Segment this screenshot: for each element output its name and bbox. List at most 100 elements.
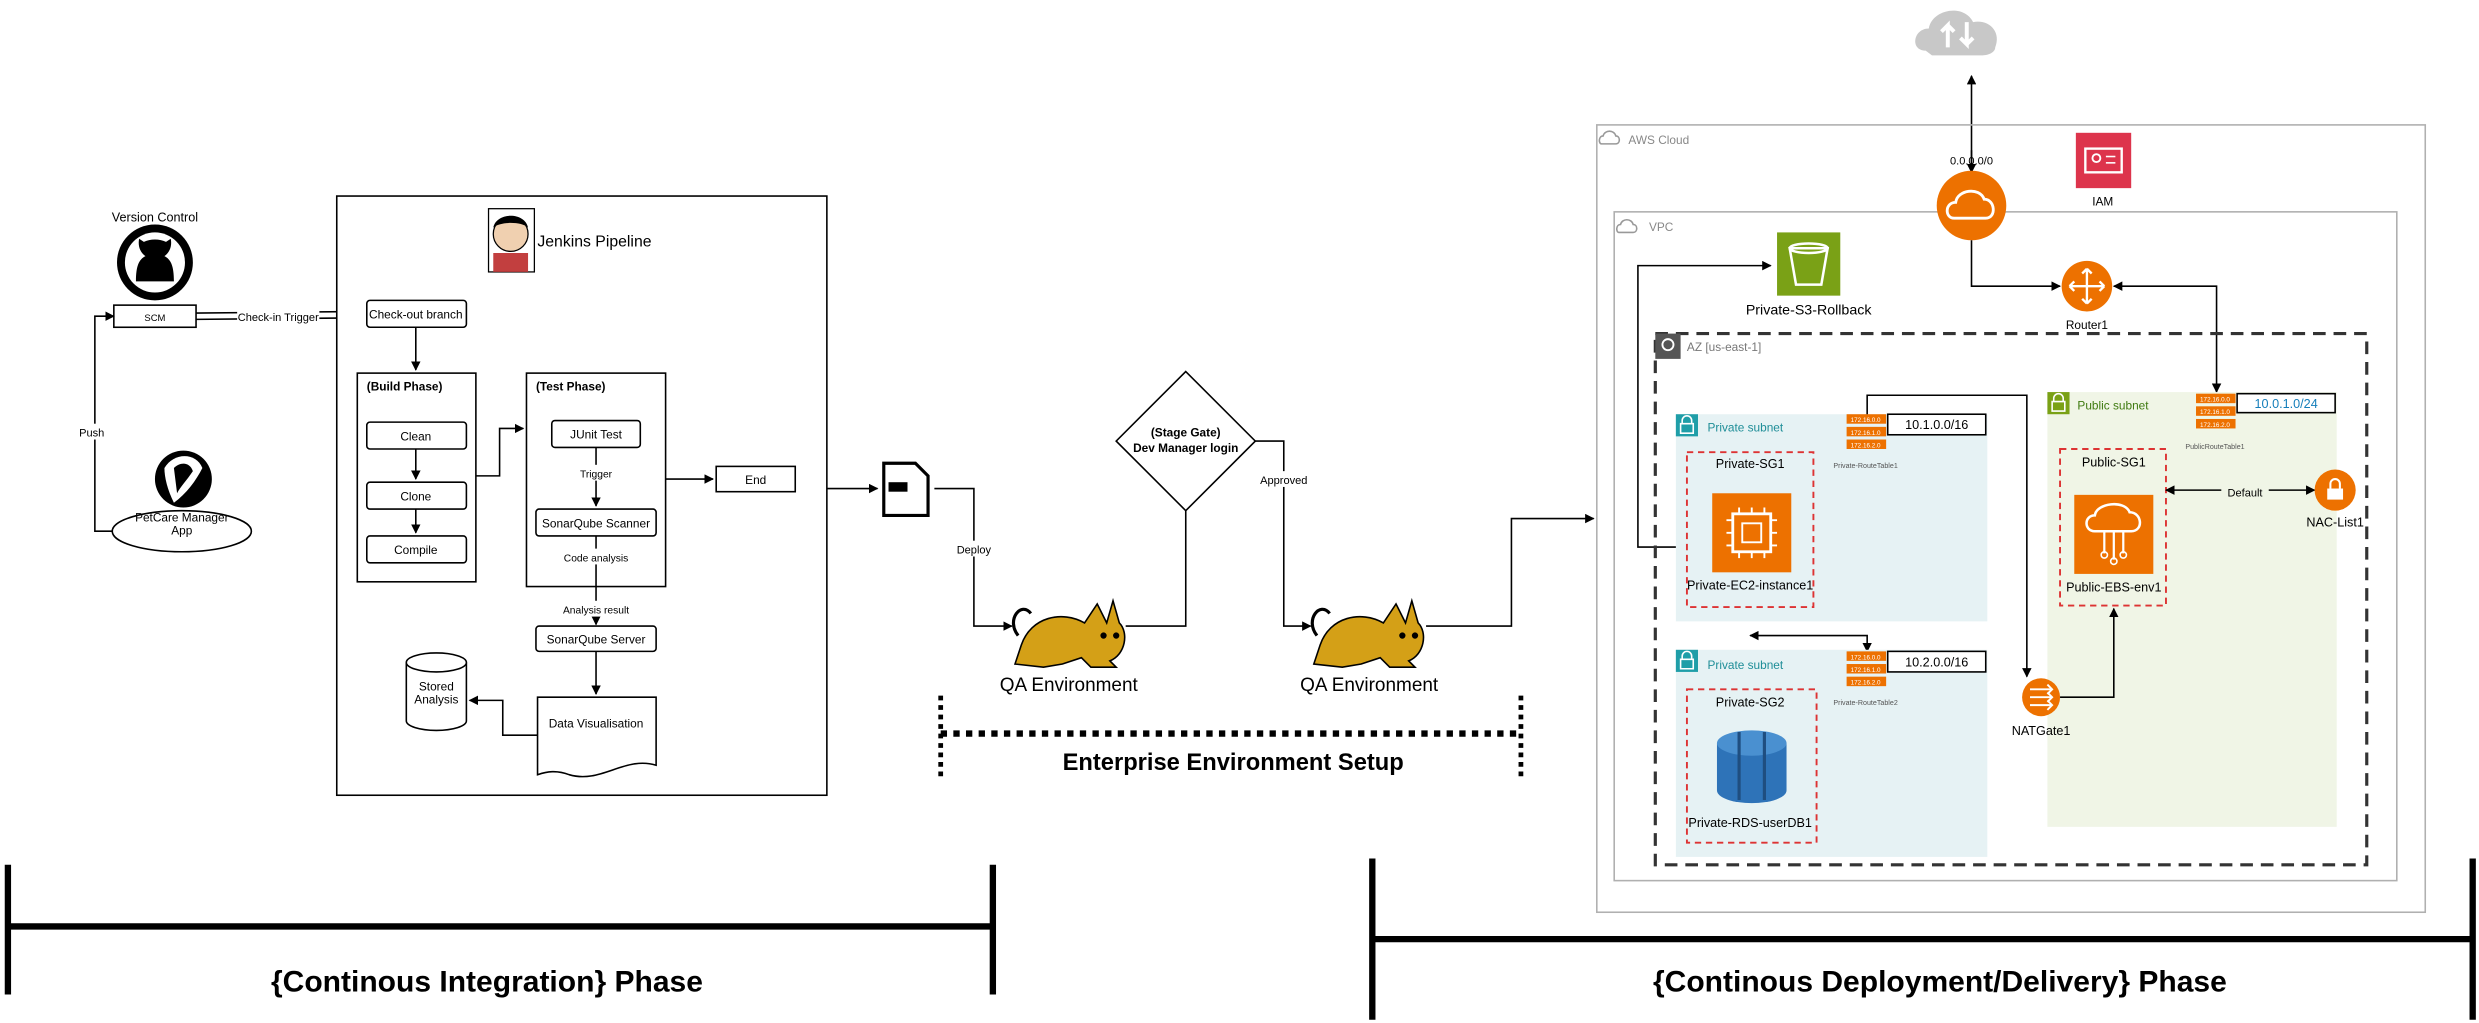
end-node[interactable] [715, 465, 797, 493]
private-sg-1-label: Private-SG1 [1716, 457, 1785, 471]
aws-cloud-container [1596, 124, 2427, 914]
rt-pub-entry: 172.16.0.0 [2200, 397, 2230, 404]
public-sg-1 [2059, 448, 2167, 607]
clean-label: Clean [400, 429, 431, 443]
private-subnet-2-label: Private subnet [1707, 658, 1783, 672]
rt-1-entry: 172.16.0.0 [1851, 417, 1881, 424]
route-table-icon [2196, 393, 2236, 429]
jenkins-icon [487, 208, 536, 273]
petcare-app-node[interactable] [111, 509, 253, 553]
private-subnet-1-label: Private subnet [1707, 421, 1783, 435]
internet-cloud-icon [1915, 10, 1997, 56]
tomcat-icon [1310, 597, 1425, 668]
enterprise-setup-label: Enterprise Environment Setup [1063, 750, 1404, 776]
rt-1-name: Private-RouteTable1 [1833, 462, 1897, 470]
ebs-label: Public-EBS-env1 [2066, 580, 2161, 594]
elastic-beanstalk-icon[interactable] [2074, 494, 2154, 574]
qa-environment-2-label: QA Environment [1300, 675, 1439, 696]
checkin-trigger-label: Check-in Trigger [238, 312, 319, 324]
rt-pub-cidr-box [2236, 392, 2336, 414]
internet-gateway-icon[interactable] [1936, 170, 2007, 241]
sonar-scanner-label: SonarQube Scanner [542, 516, 650, 530]
default-label: Default [2228, 487, 2263, 499]
stage-gate-node[interactable] [1115, 370, 1257, 512]
github-icon [116, 224, 193, 301]
clone-label: Clone [400, 489, 431, 503]
rt-2-cidr: 10.2.0.0/16 [1905, 655, 1968, 669]
route-table-icon [1846, 651, 1887, 687]
s3-bucket-icon[interactable] [1777, 232, 1841, 296]
vpc-icon [1615, 218, 1638, 234]
war-file-icon [882, 461, 930, 517]
stage-gate-label-2: Dev Manager login [1133, 441, 1238, 455]
iam-icon [2075, 132, 2132, 189]
aws-cloud-label: AWS Cloud [1628, 133, 1689, 147]
data-visualisation-node[interactable] [536, 696, 657, 778]
build-phase-label: (Build Phase) [367, 380, 443, 394]
code-analysis-label: Code analysis [564, 553, 628, 564]
aws-cloud-icon [1598, 130, 1621, 145]
stage-gate-label: (Stage Gate) [1151, 425, 1221, 439]
public-sg-1-label: Public-SG1 [2082, 455, 2146, 469]
nat-label: NATGate1 [2012, 724, 2071, 738]
rt-1-cidr: 10.1.0.0/16 [1905, 418, 1968, 432]
rt-1-entry: 172.16.2.0 [1851, 442, 1881, 449]
rt-1-cidr-box [1886, 413, 1987, 436]
rt-2-name: Private-RouteTable2 [1833, 699, 1897, 707]
router-icon[interactable] [2061, 260, 2113, 312]
checkout-branch-label: Check-out branch [369, 308, 462, 322]
approved-label: Approved [1260, 475, 1307, 487]
ci-phase-label: {Continous Integration} Phase [271, 965, 703, 998]
rt-2-entry: 172.16.2.0 [1851, 680, 1881, 687]
rt-pub-cidr: 10.0.1.0/24 [2255, 397, 2318, 411]
compile-node[interactable] [366, 535, 468, 564]
version-control-label: Version Control [112, 210, 198, 224]
iam-label: IAM [2092, 195, 2113, 209]
internet-cidr-label: 0.0.0.0/0 [1950, 155, 1993, 167]
end-label: End [745, 473, 766, 487]
vpc-label: VPC [1649, 220, 1674, 234]
qa-environment-1-label: QA Environment [1000, 675, 1139, 696]
junit-label: JUnit Test [570, 428, 622, 442]
nacl-label: NAC-List1 [2306, 515, 2364, 529]
rt-2-entry: 172.16.1.0 [1851, 667, 1881, 674]
az-label: AZ [us-east-1] [1687, 340, 1761, 354]
nacl-icon[interactable] [2314, 469, 2356, 511]
rt-2-entry: 172.16.0.0 [1851, 654, 1881, 661]
scm-label: SCM [144, 313, 165, 324]
s3-label: Private-S3-Rollback [1746, 303, 1873, 319]
test-phase-label: (Test Phase) [536, 380, 606, 394]
ec2-label: Private-EC2-instance1 [1687, 579, 1813, 593]
ci-phase-bracket [4, 864, 997, 995]
private-sg-2 [1685, 688, 1818, 844]
ec2-instance-icon[interactable] [1712, 493, 1792, 573]
private-sg-1 [1685, 451, 1815, 609]
stored-analysis-node[interactable] [405, 652, 468, 732]
rt-pub-entry: 172.16.1.0 [2200, 409, 2230, 416]
public-subnet-label: Public subnet [2077, 398, 2149, 412]
tomcat-icon [1011, 597, 1126, 668]
petcare-app-icon [154, 450, 212, 508]
trigger-label: Trigger [580, 469, 613, 480]
jenkins-title: Jenkins Pipeline [537, 234, 651, 251]
router-label: Router1 [2066, 318, 2109, 332]
nat-gateway-icon[interactable] [2022, 678, 2061, 717]
rt-pub-name: PublicRouteTable1 [2185, 443, 2244, 451]
cd-phase-bracket [1369, 858, 2476, 1020]
route-table-icon [1846, 414, 1887, 450]
rds-database-icon[interactable] [1716, 730, 1787, 804]
deploy-label: Deploy [957, 544, 992, 556]
az-container [1653, 332, 2369, 867]
sonar-server-label: SonarQube Server [547, 632, 646, 646]
cd-phase-label: {Continous Deployment/Delivery} Phase [1653, 965, 2227, 998]
push-label: Push [79, 427, 104, 439]
private-sg-2-label: Private-SG2 [1716, 696, 1785, 710]
rt-1-entry: 172.16.1.0 [1851, 430, 1881, 437]
rds-label: Private-RDS-userDB1 [1688, 816, 1811, 830]
data-visualisation-label: Data Visualisation [549, 716, 644, 730]
az-location-icon [1655, 333, 1681, 359]
compile-label: Compile [394, 543, 438, 557]
